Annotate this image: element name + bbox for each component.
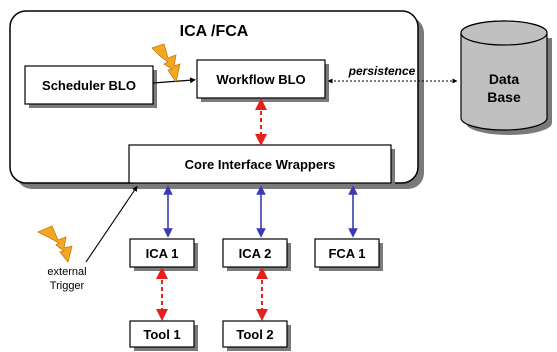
database-label-line2: Base [487,89,521,105]
external-trigger-arrow [85,185,138,263]
fca1-label: FCA 1 [328,246,365,261]
database-label-line1: Data [489,71,520,87]
container-title: ICA /FCA [180,23,249,40]
ica1-box [129,238,195,268]
workflow-blo-label: Workflow BLO [216,72,305,87]
workflow-blo-box [196,59,326,99]
ica1-label: ICA 1 [146,246,179,261]
scheduler-blo-box [24,65,154,105]
ica2-label: ICA 2 [239,246,272,261]
fca1-box [314,238,380,268]
lightning-bolt-icon [151,43,181,84]
tool1-box [129,320,195,348]
lightning-bolt-icon [37,225,73,263]
tool1-label: Tool 1 [143,327,180,342]
scheduler-blo-label: Scheduler BLO [42,78,136,93]
external-trigger-label-line2: Trigger [50,280,85,292]
core-interface-wrappers-box [128,144,392,184]
tool2-box [222,320,288,348]
core-interface-wrappers-label: Core Interface Wrappers [185,157,336,172]
ica2-box [222,238,288,268]
database-cylinder-icon [460,20,552,135]
persistence-label: persistence [348,64,416,78]
tool2-label: Tool 2 [236,327,273,342]
external-trigger-label-line1: external [47,266,86,278]
scheduler-to-workflow-arrow [152,77,196,84]
